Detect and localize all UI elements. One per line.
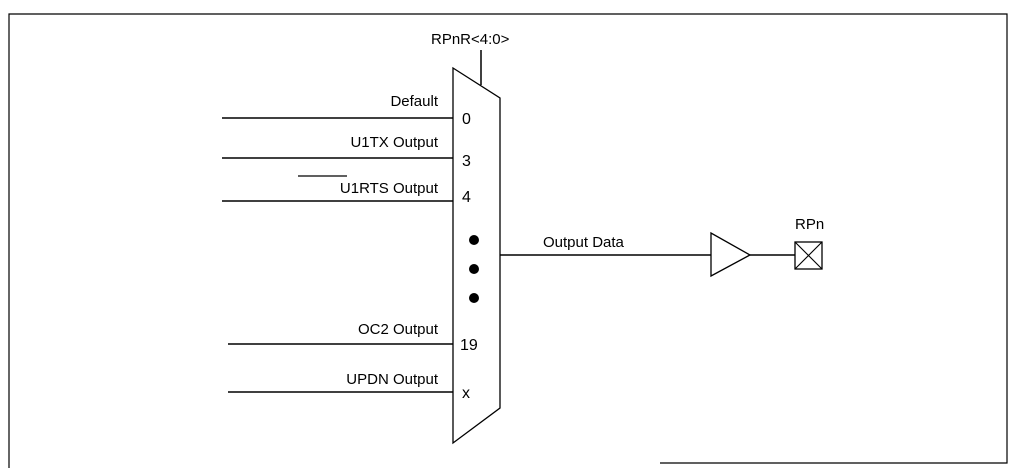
figure-frame [8,13,1008,468]
input-label-updn: UPDN Output [346,371,439,388]
input-value-default: 0 [462,111,471,128]
output-data-label: Output Data [543,234,625,251]
output-buffer [710,231,752,278]
input-label-default: Default [390,93,438,110]
input-label-oc2: OC2 Output [358,321,439,338]
input-value-u1rts: 4 [462,189,471,206]
ellipsis-dot-3 [469,293,479,303]
ellipsis-dot-2 [469,264,479,274]
input-value-updn: x [462,385,470,402]
input-value-u1tx: 3 [462,153,471,170]
pin-box-icon [794,241,823,270]
pin-label: RPn [795,216,824,233]
multiplexer [452,66,501,445]
ellipsis-dot-1 [469,235,479,245]
select-signal-label: RPnR<4:0> [431,31,510,48]
input-value-oc2: 19 [460,337,478,354]
input-label-u1rts: U1RTS Output [340,180,439,197]
input-label-u1tx: U1TX Output [350,134,438,151]
